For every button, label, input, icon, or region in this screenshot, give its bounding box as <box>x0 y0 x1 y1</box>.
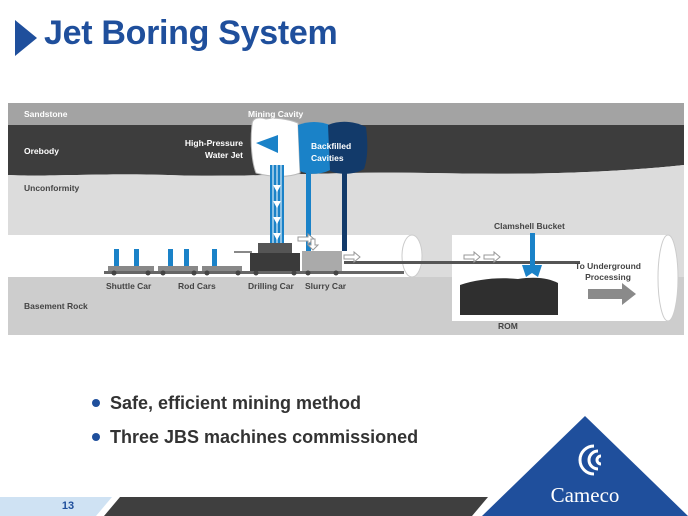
flow-arrows-icon <box>297 232 501 264</box>
drill-pipe-backfill-1 <box>306 169 311 251</box>
water-jet-icon <box>256 135 278 153</box>
basement-rock-label: Basement Rock <box>24 301 88 311</box>
rod-cars <box>158 249 242 276</box>
shuttle-car-label: Shuttle Car <box>106 281 152 291</box>
drill-pipe-backfill-2 <box>342 169 347 251</box>
bullet-text: Three JBS machines commissioned <box>110 427 419 447</box>
cameco-mark-icon <box>578 444 602 476</box>
sandstone-layer <box>8 103 684 125</box>
clamshell-bucket <box>522 233 542 277</box>
brand-wordmark: Cameco <box>551 483 620 507</box>
water-jet-label-1: High-Pressure <box>185 138 243 148</box>
backfilled-cavity-2 <box>328 121 368 174</box>
title-arrow-icon <box>15 20 37 56</box>
processing-label-1: To Underground <box>575 261 641 271</box>
drilling-car-label: Drilling Car <box>248 281 295 291</box>
page-title: Jet Boring System <box>44 14 338 52</box>
rom-label: ROM <box>498 321 518 331</box>
drift-tunnel-end <box>401 234 423 278</box>
down-arrows-icon <box>273 185 281 240</box>
slurry-car-label: Slurry Car <box>305 281 347 291</box>
rom-pile <box>460 277 558 315</box>
backfilled-cavity-1 <box>298 122 332 174</box>
bullet-text: Safe, efficient mining method <box>110 393 362 413</box>
processing-label-2: Processing <box>585 272 631 282</box>
processing-arrow-icon <box>588 283 636 305</box>
processing-tunnel-end <box>657 234 679 322</box>
drilling-car <box>234 243 300 276</box>
page-number: 13 <box>61 500 75 512</box>
bullet-item: Three JBS machines commissioned <box>92 420 418 454</box>
water-jet-label-2: Water Jet <box>205 150 243 160</box>
rod-cars-label: Rod Cars <box>178 281 216 291</box>
unconformity-label: Unconformity <box>24 183 80 193</box>
orebody-label: Orebody <box>24 146 59 156</box>
slurry-car <box>302 251 342 276</box>
shuttle-car <box>108 249 154 276</box>
sandstone-label: Sandstone <box>24 109 68 119</box>
mining-cavity-label: Mining Cavity <box>248 109 304 119</box>
bullet-list: Safe, efficient mining method Three JBS … <box>92 386 418 454</box>
jet-boring-diagram: Sandstone Mining Cavity Orebody High-Pre… <box>8 103 684 335</box>
backfilled-label-2: Cavities <box>311 153 344 163</box>
cameco-logo: Cameco <box>482 416 688 516</box>
slurry-pipe <box>344 261 580 264</box>
bullet-dot-icon <box>92 399 100 407</box>
clamshell-label: Clamshell Bucket <box>494 221 565 231</box>
footer-bar <box>0 497 488 516</box>
backfilled-label-1: Backfilled <box>311 141 351 151</box>
bullet-dot-icon <box>92 433 100 441</box>
bullet-item: Safe, efficient mining method <box>92 386 418 420</box>
